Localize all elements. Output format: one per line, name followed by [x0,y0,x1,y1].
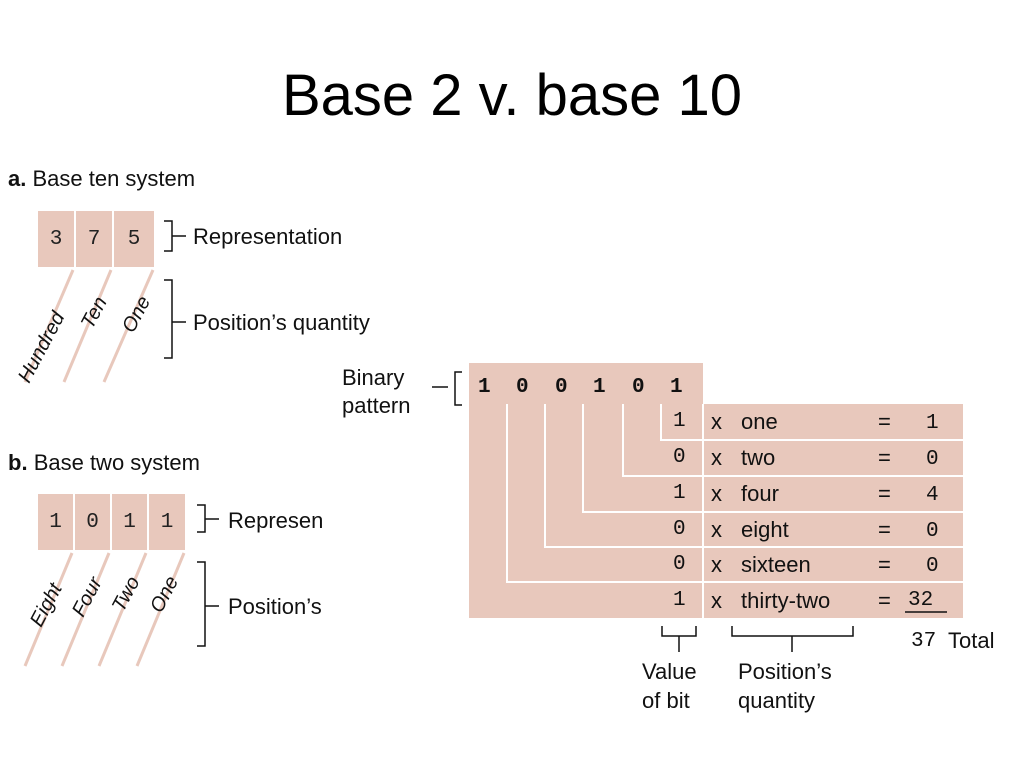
digit-cell-tens: 7 [75,210,113,268]
row-equals-sign: = [878,409,891,434]
row-times-sign: x [711,552,722,577]
row-equals-sign: = [878,552,891,577]
row-result: 0 [926,520,939,543]
binary-pattern-label-line2: pattern [342,393,411,418]
bit-pattern-digit-2: 0 [632,376,645,399]
position-quantity-label: Position’s quantity [738,657,832,715]
row-position-word: four [741,481,779,506]
row-times-sign: x [711,588,722,613]
section-b-title: Base two system [33,450,200,475]
bit-pattern-digit-32: 1 [478,376,491,399]
row-times-sign: x [711,481,722,506]
section-b-heading: b. Base two system [8,450,200,476]
section-b-lines [23,504,219,667]
section-a-heading: a. Base ten system [8,166,195,192]
bit-pattern-digit-16: 0 [516,376,529,399]
row-times-sign: x [711,517,722,542]
bit-pattern-digit-8: 0 [555,376,568,399]
row-result: 32 [908,589,934,612]
row-result: 1 [926,412,939,435]
representation-label-a: Representation [193,224,343,249]
row-position-word: sixteen [741,552,811,577]
digit-cell-ones: 5 [113,210,155,268]
representation-label-b: Represen [228,508,324,533]
total-value: 37 [911,630,937,653]
section-a-letter: a. [8,166,27,191]
row-position-word: one [741,409,778,434]
bit-cell-ones: 1 [148,493,186,551]
binary-pattern-label-line1: Binary [342,365,405,390]
binary-pattern-label: Binary pattern [342,364,411,420]
position-quantity-label-line2: quantity [738,688,816,713]
row-equals-sign: = [878,481,891,506]
row-equals-sign: = [878,517,891,542]
value-of-bit-label-line2: of bit [642,688,690,713]
section-b-letter: b. [8,450,28,475]
row-equals-sign: = [878,445,891,470]
section-a-lines [23,220,186,383]
quantity-label-a: Position’s quantity [193,310,370,335]
bit-cell-fours: 0 [74,493,111,551]
bit-pattern-digit-1: 1 [670,376,683,399]
bit-pattern-digit-4: 1 [593,376,606,399]
row-bit-value: 0 [673,518,686,541]
row-bit-value: 1 [673,589,686,612]
row-times-sign: x [711,409,722,434]
row-bit-value: 1 [673,410,686,433]
bit-cell-twos: 1 [111,493,148,551]
row-bit-value: 0 [673,446,686,469]
value-of-bit-label: Value of bit [642,657,697,715]
section-a-title: Base ten system [32,166,196,191]
slide-title: Base 2 v. base 10 [281,63,742,128]
total-label: Total [948,628,995,653]
bit-cell-eights: 1 [37,493,74,551]
row-bit-value: 1 [673,482,686,505]
row-result: 0 [926,448,939,471]
position-quantity-label-line1: Position’s [738,659,832,684]
row-equals-sign: = [878,588,891,613]
row-position-word: two [741,445,776,470]
row-times-sign: x [711,445,722,470]
quantity-label-b: Position’s [228,594,322,619]
value-of-bit-label-line1: Value [642,659,697,684]
row-result: 0 [926,555,939,578]
row-bit-value: 0 [673,553,686,576]
row-position-word: eight [741,517,789,542]
row-position-word: thirty-two [741,588,831,613]
digit-cell-hundreds: 3 [37,210,75,268]
row-result: 4 [926,484,939,507]
